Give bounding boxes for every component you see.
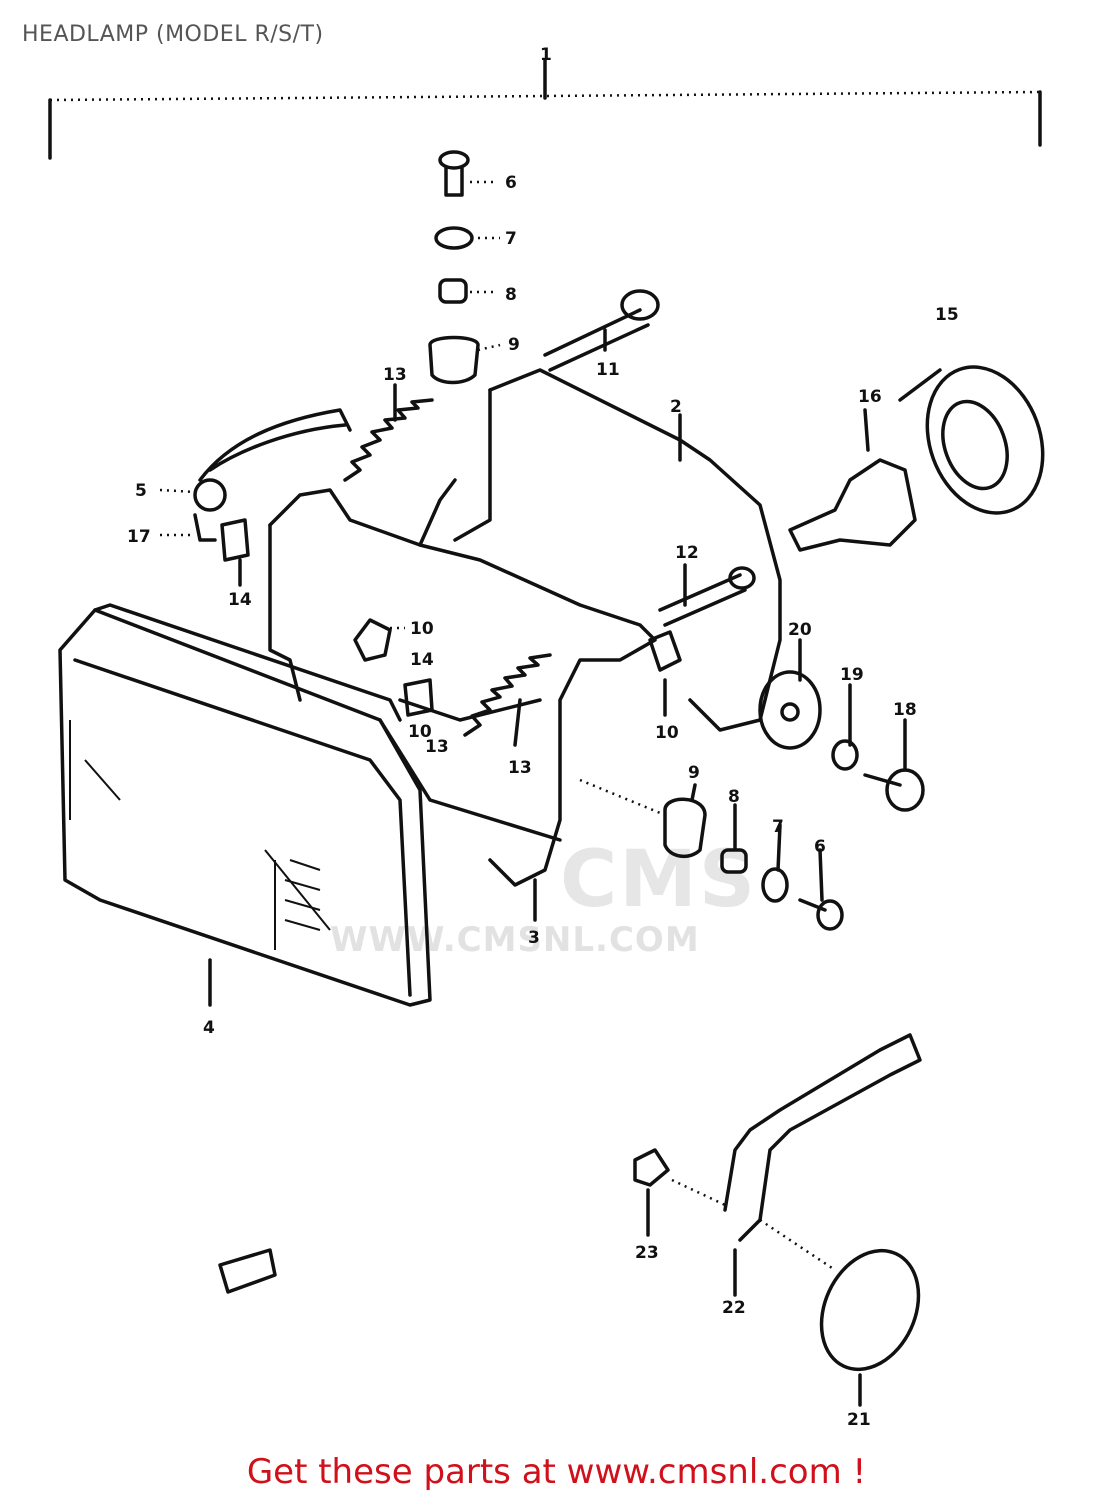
bulb-and-cover xyxy=(788,365,1045,552)
watermark-domain: WWW.CMSNL.COM xyxy=(330,920,700,960)
headlamp-unit xyxy=(58,603,562,1007)
callout-13b: 13 xyxy=(425,737,449,757)
grommets-right xyxy=(758,670,925,812)
callout-14b: 14 xyxy=(410,650,434,670)
callout-11: 11 xyxy=(596,360,620,380)
callout-13: 13 xyxy=(383,365,407,385)
callout-7: 7 xyxy=(505,229,517,249)
callout-4: 4 xyxy=(203,1018,215,1038)
callout-10b: 10 xyxy=(655,723,679,743)
callout-18: 18 xyxy=(893,700,917,720)
assembly-bracket xyxy=(48,58,1042,160)
get-parts-link[interactable]: Get these parts at www.cmsnl.com ! xyxy=(246,1452,867,1492)
callout-22: 22 xyxy=(722,1298,746,1318)
callout-20: 20 xyxy=(788,620,812,640)
callout-2: 2 xyxy=(670,397,682,417)
watermark-logo: CMS xyxy=(560,835,758,925)
callout-6b: 6 xyxy=(814,837,826,857)
callout-9: 9 xyxy=(508,335,520,355)
adjuster-screw xyxy=(543,289,660,372)
clips-and-nuts xyxy=(220,518,682,717)
springs xyxy=(343,398,552,737)
callout-10c: 10 xyxy=(408,722,432,742)
callout-5: 5 xyxy=(135,481,147,501)
callout-10: 10 xyxy=(410,619,434,639)
adjuster-screw-12 xyxy=(658,566,756,627)
callout-15: 15 xyxy=(935,305,959,325)
bulb-socket-wiring xyxy=(193,408,352,542)
page-title: HEADLAMP (MODEL R/S/T) xyxy=(22,22,324,47)
lamp-frame xyxy=(268,368,782,887)
callout-3: 3 xyxy=(528,928,540,948)
callout-21: 21 xyxy=(847,1410,871,1430)
callout-9b: 9 xyxy=(688,763,700,783)
callout-7b: 7 xyxy=(772,817,784,837)
callout-8: 8 xyxy=(505,285,517,305)
callout-1: 1 xyxy=(540,45,552,65)
callout-17: 17 xyxy=(127,527,151,547)
headlamp-exploded-diagram: 1 6 7 8 9 11 13 2 15 16 5 17 14 12 20 10… xyxy=(48,45,1045,1430)
callout-14: 14 xyxy=(228,590,252,610)
callout-23: 23 xyxy=(635,1243,659,1263)
leader-lines xyxy=(159,180,907,1407)
callout-12: 12 xyxy=(675,543,699,563)
part-callouts: 1 6 7 8 9 11 13 2 15 16 5 17 14 12 20 10… xyxy=(127,45,959,1430)
callout-19: 19 xyxy=(840,665,864,685)
callout-16: 16 xyxy=(858,387,882,407)
callout-6: 6 xyxy=(505,173,517,193)
callout-13c: 13 xyxy=(508,758,532,778)
callout-8b: 8 xyxy=(728,787,740,807)
screw-stack-lower xyxy=(579,778,844,931)
reflector-assembly xyxy=(218,1033,922,1372)
screw-stack xyxy=(428,150,480,385)
